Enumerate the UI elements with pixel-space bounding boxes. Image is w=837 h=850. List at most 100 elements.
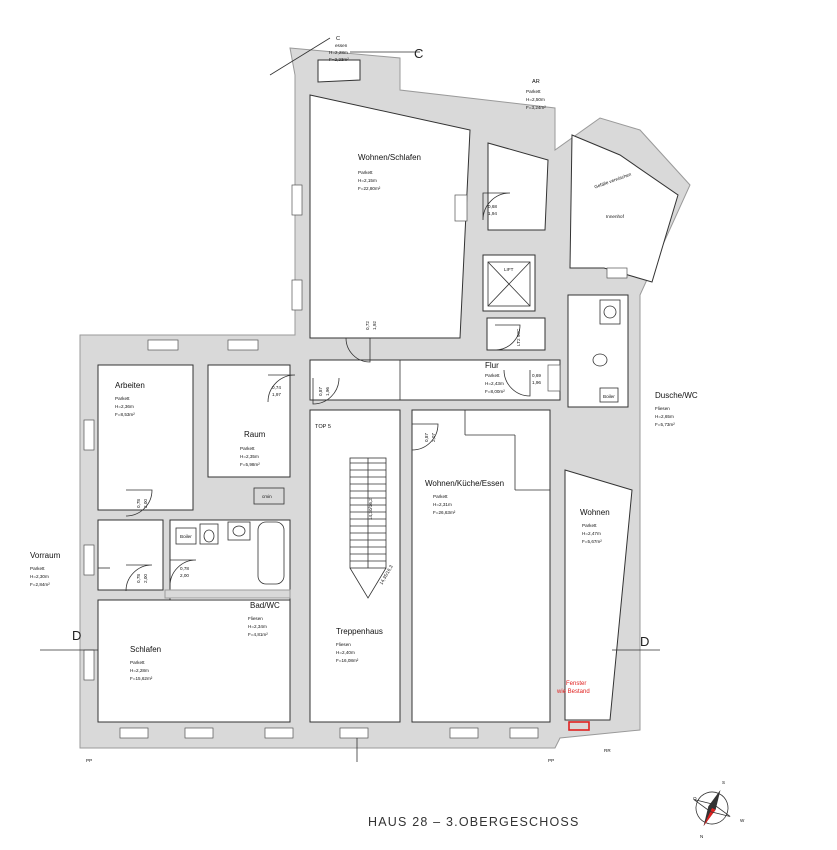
room-ar [487, 142, 549, 231]
section-c-right: C [414, 46, 423, 61]
svg-text:0,72: 0,72 [365, 321, 370, 330]
svg-text:LIFT: LIFT [504, 267, 514, 272]
svg-text:H=2,65m: H=2,65m [655, 414, 674, 419]
svg-text:PP: PP [86, 758, 92, 763]
svg-text:Boiler: Boiler [603, 394, 615, 399]
svg-text:AR: AR [532, 79, 540, 85]
svg-text:RR: RR [604, 748, 611, 753]
partitions [98, 360, 550, 569]
svg-text:0,78: 0,78 [136, 499, 141, 508]
svg-text:H=2,15m: H=2,15m [358, 178, 377, 183]
section-markers: C D D [40, 37, 660, 762]
svg-text:H=2,35m: H=2,35m [240, 454, 259, 459]
svg-text:F=5,73m²: F=5,73m² [655, 422, 675, 427]
svg-text:F=5,67m²: F=5,67m² [582, 539, 602, 544]
svg-text:Raum: Raum [244, 430, 266, 439]
svg-text:2,00: 2,00 [143, 499, 148, 508]
svg-text:14,30/16,2: 14,30/16,2 [368, 498, 373, 520]
lift-shaft [487, 261, 531, 307]
svg-text:2,00: 2,00 [143, 574, 148, 583]
plan-title: HAUS 28 – 3.OBERGESCHOSS [368, 815, 580, 829]
svg-text:H=2,28m: H=2,28m [329, 50, 348, 55]
room-flur [309, 359, 561, 401]
svg-text:F=2,23m²: F=2,23m² [329, 57, 349, 62]
svg-text:Vorraum: Vorraum [30, 551, 61, 560]
compass-icon [693, 789, 731, 827]
svg-text:F=4,81m²: F=4,81m² [248, 632, 268, 637]
room-lift-lobby [486, 317, 546, 351]
svg-text:1,94: 1,94 [488, 211, 497, 216]
svg-text:Treppenhaus: Treppenhaus [336, 627, 383, 636]
room-dusche-wc [567, 294, 629, 408]
room-arbeiten [97, 364, 194, 511]
svg-text:C: C [336, 36, 340, 42]
section-d-right: D [640, 634, 649, 649]
shower-sink-icon [599, 299, 621, 325]
toilet-icon [199, 523, 219, 545]
room-raum [207, 364, 291, 478]
svg-text:0,74: 0,74 [272, 385, 281, 390]
window-note: Fenster wie Bestand [556, 681, 590, 731]
svg-text:0,68: 0,68 [488, 204, 497, 209]
room-treppenhaus [309, 409, 401, 723]
svg-text:Bad/WC: Bad/WC [250, 601, 280, 610]
room-schlafen [97, 599, 291, 723]
svg-text:Parkett: Parkett [240, 446, 255, 451]
svg-text:Fenster: Fenster [566, 681, 586, 687]
svg-text:Schlafen: Schlafen [130, 645, 161, 654]
svg-text:Parkett: Parkett [115, 396, 130, 401]
svg-text:H=2,31m: H=2,31m [433, 502, 452, 507]
compass-labels: S O W N [693, 780, 745, 839]
windows [83, 184, 628, 739]
room-wohnen-kueche-essen [411, 409, 551, 723]
room-wohnen [564, 469, 633, 721]
corner-markers: PP PP RR [86, 748, 611, 763]
svg-text:Parkett: Parkett [30, 566, 45, 571]
sink-icon [227, 521, 251, 541]
walls [79, 47, 691, 749]
svg-text:F=8,53m²: F=8,53m² [115, 412, 135, 417]
svg-text:W: W [740, 818, 745, 823]
door-dimensions: 0,68 1,94 0,72 1,92 0,74 1,97 0,87 1,96 … [136, 204, 541, 583]
svg-text:O: O [693, 796, 697, 801]
svg-text:H=2,28m: H=2,28m [130, 668, 149, 673]
svg-text:Parkett: Parkett [526, 89, 541, 94]
svg-text:Fliesen: Fliesen [336, 642, 351, 647]
svg-text:0,78: 0,78 [180, 566, 189, 571]
svg-text:F=22,80m²: F=22,80m² [358, 186, 381, 191]
svg-text:H=2,47m: H=2,47m [582, 531, 601, 536]
shower-toilet-icon [592, 353, 608, 367]
room-labels: C essen H=2,28m F=2,23m² AR Parkett H=2,… [30, 36, 698, 681]
svg-text:F=8,00m²: F=8,00m² [485, 389, 505, 394]
bath-fixtures [175, 299, 621, 585]
svg-text:Fliesen: Fliesen [655, 406, 670, 411]
svg-text:1,97: 1,97 [272, 392, 281, 397]
svg-text:F=15,62m²: F=15,62m² [130, 676, 153, 681]
svg-text:Innenhof: Innenhof [606, 214, 625, 219]
svg-text:LT2 90C: LT2 90C [516, 328, 521, 346]
svg-text:Parkett: Parkett [485, 373, 500, 378]
svg-text:H=2,43m: H=2,43m [485, 381, 504, 386]
svg-text:essen: essen [335, 43, 348, 48]
svg-text:0,87: 0,87 [318, 387, 323, 396]
svg-text:F=3,24m²: F=3,24m² [526, 105, 546, 110]
svg-text:Boiler: Boiler [180, 534, 192, 539]
section-d-left: D [72, 628, 81, 643]
svg-text:F=26,63m²: F=26,63m² [433, 510, 456, 515]
room-innenhof [569, 134, 679, 283]
svg-text:Parkett: Parkett [582, 523, 597, 528]
staircase [349, 457, 387, 599]
svg-text:N: N [700, 834, 703, 839]
svg-text:Flur: Flur [485, 361, 499, 370]
svg-text:0,69: 0,69 [532, 373, 541, 378]
svg-text:1,92: 1,92 [372, 321, 377, 330]
svg-text:Fliesen: Fliesen [248, 616, 263, 621]
svg-text:0,87: 0,87 [424, 433, 429, 442]
svg-text:2,07: 2,07 [431, 433, 436, 442]
svg-text:Wohnen: Wohnen [580, 508, 610, 517]
svg-text:Dusche/WC: Dusche/WC [655, 391, 698, 400]
svg-text:H=2,30m: H=2,30m [30, 574, 49, 579]
svg-text:H=2,34m: H=2,34m [248, 624, 267, 629]
room-wohnen-schlafen [309, 94, 471, 339]
door-swings [125, 192, 531, 592]
